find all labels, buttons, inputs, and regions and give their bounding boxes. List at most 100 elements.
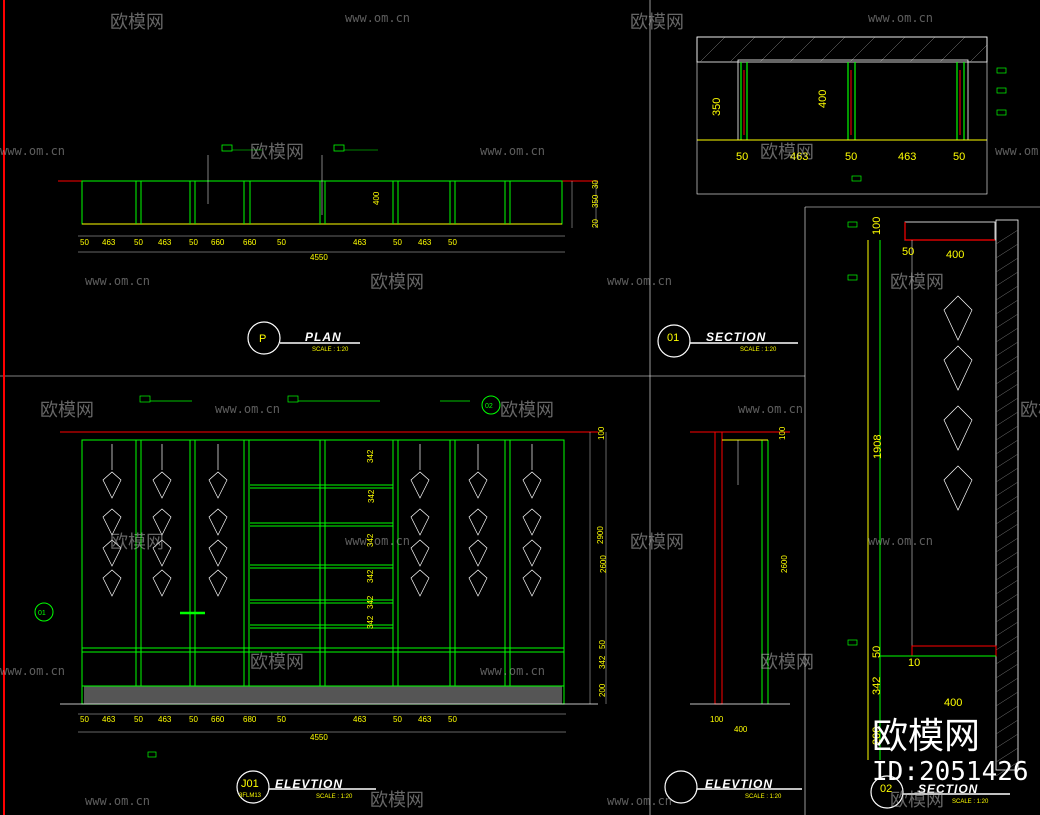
- elev-dim-9: 50: [393, 715, 402, 724]
- plan-dim-3: 463: [158, 238, 172, 247]
- elev-shelf-0: 342: [366, 449, 375, 463]
- plan-view: 50 463 50 463 50 660 660 50 463 50 463 5…: [58, 144, 600, 262]
- elev-dim-total: 4550: [310, 733, 328, 742]
- watermark-url-14: www.om.cn: [607, 794, 672, 808]
- sec02-dim-height: 1908: [872, 435, 884, 459]
- elev-dim-2: 50: [134, 715, 143, 724]
- sec02-hatch-line: [995, 607, 1019, 623]
- sec01-scale: SCALE : 1:20: [740, 347, 777, 353]
- sec02-hatch-line: [995, 579, 1019, 595]
- side-elev-scale: SCALE : 1:20: [745, 794, 782, 800]
- watermark-brand-13: 欧模网: [370, 790, 424, 811]
- elev-leaf-0-1: [102, 508, 122, 536]
- sec02-hatch-line: [995, 733, 1019, 749]
- watermark-brand-9: 欧模网: [110, 532, 164, 553]
- sec02-leaf-0: [943, 295, 973, 341]
- plan-badge: P: [259, 333, 266, 345]
- elev-shelf-5: 342: [366, 615, 375, 629]
- sec02-hatch-line: [995, 691, 1019, 707]
- watermark-brand-1: 欧模网: [630, 12, 684, 33]
- sec02-hatch-line: [995, 495, 1019, 511]
- sec02-dim-b1: 10: [908, 657, 920, 669]
- sec02-title: SECTION: [918, 782, 978, 796]
- sec02-hatch-line: [995, 313, 1019, 329]
- plan-dimension-chain: [78, 181, 597, 253]
- watermark-url-9: www.om.cn: [345, 534, 410, 548]
- sec02-hatch-line: [995, 481, 1019, 497]
- sec02-hatch-line: [995, 649, 1019, 665]
- elev-leaf-2-0: [208, 471, 228, 499]
- elev-shelf-3: 342: [366, 569, 375, 583]
- elev-leaf-1-2: [152, 539, 172, 567]
- sec02-hatch-line: [995, 747, 1019, 763]
- elev-leaf-2-2: [208, 539, 228, 567]
- watermark-url-6: www.om.cn: [607, 274, 672, 288]
- elev-tags: [139, 395, 470, 758]
- sec02-hatch-line: [995, 243, 1019, 259]
- elev-dim-left-total: 2900: [596, 526, 605, 544]
- brand-block: 欧模网 ID:2051426: [872, 716, 1029, 787]
- elev-dim-8: 463: [353, 715, 367, 724]
- sec02-hatch-line: [995, 677, 1019, 693]
- sec02-dim-width: 400: [946, 249, 964, 261]
- sec02-hatch-line: [995, 565, 1019, 581]
- elev-leaf-4-1: [468, 508, 488, 536]
- sec01-dim-b3: 463: [898, 151, 916, 163]
- sec01-dim-b4: 50: [953, 151, 965, 163]
- plan-dim-right-2: 20: [591, 219, 600, 228]
- plan-title: PLAN: [305, 330, 342, 344]
- watermark-brand-7: 欧模网: [500, 400, 554, 421]
- section-02-view: 100 50 400 1908 50 10 342 200 400: [847, 217, 1019, 777]
- elev-leaf-1-1: [152, 508, 172, 536]
- watermark-url-7: www.om.cn: [215, 402, 280, 416]
- section-02-title-block: 02 SECTION SCALE : 1:20: [870, 775, 1010, 809]
- sec01-dim-left: 350: [711, 98, 723, 116]
- side-elev-title: ELEVTION: [705, 777, 773, 791]
- sec02-badge: 02: [880, 783, 892, 795]
- elev-leaf-5-2: [522, 539, 542, 567]
- elev-shelf-1: 342: [367, 489, 376, 503]
- sec02-hatch-line: [995, 593, 1019, 609]
- side-elevation-title-block: ELEVTION SCALE : 1:20: [664, 770, 802, 804]
- plan-dim-total: 4550: [310, 253, 328, 262]
- elev-dim-11: 50: [448, 715, 457, 724]
- watermark-brand-2: 欧模网: [250, 142, 304, 163]
- sec01-dim-b2: 50: [845, 151, 857, 163]
- sec02-hatch-line: [995, 439, 1019, 455]
- sec02-leaf-2: [943, 405, 973, 451]
- sec01-title: SECTION: [706, 330, 766, 344]
- elev-leaf-3-2: [410, 539, 430, 567]
- elev-leaf-5-0: [522, 471, 542, 499]
- watermark-url-4: www.om.cn: [995, 144, 1040, 158]
- plan-dim-right-1: 350: [591, 194, 600, 208]
- elev-dim-r0: 100: [597, 426, 606, 440]
- watermark-brand-5: 欧模网: [890, 272, 944, 293]
- sec02-hatch-line: [995, 285, 1019, 301]
- elev-leaf-1-0: [152, 471, 172, 499]
- elev-scale: SCALE : 1:20: [316, 794, 353, 800]
- sec02-hatch-line: [995, 509, 1019, 525]
- side-dim-b1: 400: [734, 725, 748, 734]
- plan-tags: [221, 144, 378, 152]
- elev-dim-4: 50: [189, 715, 198, 724]
- watermark-url-8: www.om.cn: [738, 402, 803, 416]
- sec02-hatch-line: [995, 299, 1019, 315]
- brand-logo-text: 欧模网: [872, 716, 980, 757]
- watermark-brand-10: 欧模网: [630, 532, 684, 553]
- elev-leaf-2-3: [208, 569, 228, 597]
- sec01-badge: 01: [667, 332, 679, 344]
- elev-plinth-gravel: [84, 686, 562, 704]
- elev-dim-r2: 50: [598, 640, 607, 649]
- brand-id: ID:2051426: [872, 757, 1029, 787]
- plan-dim-1: 463: [102, 238, 116, 247]
- plan-dim-7: 50: [277, 238, 286, 247]
- elev-leaf-2-1: [208, 508, 228, 536]
- sec02-hatch-line: [995, 397, 1019, 413]
- watermark-url-3: www.om.cn: [480, 144, 545, 158]
- plan-dim-right-0: 30: [591, 180, 600, 189]
- sec02-hatch-line: [995, 327, 1019, 343]
- sec02-hatch-line: [995, 537, 1019, 553]
- watermark-brand-11: 欧模网: [250, 652, 304, 673]
- sec02-dim-bottom-width: 400: [944, 697, 962, 709]
- section-01-title-block: 01 SECTION SCALE : 1:20: [657, 324, 798, 358]
